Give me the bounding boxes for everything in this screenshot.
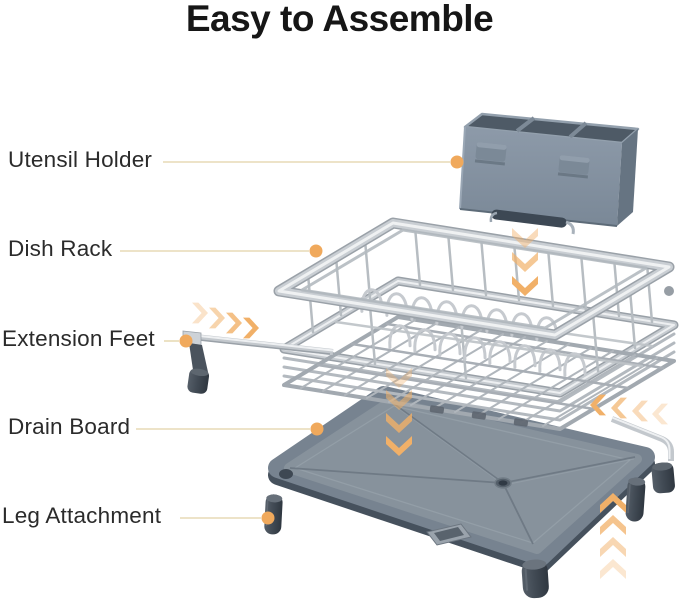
extension-foot-right [651, 462, 675, 494]
leader-dot-drain-board [310, 422, 324, 436]
drain-board-illustration [268, 386, 655, 573]
leader-dot-utensil-holder [450, 155, 464, 169]
leg-attachment-right [625, 477, 646, 522]
chevron-right-icon [192, 302, 259, 339]
label-drain-board: Drain Board [8, 414, 131, 439]
dish-rack-illustration [273, 217, 679, 431]
label-leg-attachment: Leg Attachment [2, 503, 162, 528]
center-bracket [426, 523, 472, 546]
chevron-left-icon [590, 394, 668, 425]
hanging-hook-left [474, 142, 507, 166]
leader-dot-dish-rack [309, 244, 323, 258]
label-extension-feet: Extension Feet [2, 326, 155, 351]
leader-dot-leg-attachment [261, 511, 275, 525]
chevron-down-icon [512, 228, 538, 296]
leader-dot-extension-feet [179, 334, 193, 348]
extension-foot-left [187, 368, 210, 394]
page-title: Easy to Assemble [185, 0, 494, 39]
label-utensil-holder: Utensil Holder [8, 147, 153, 172]
leg-attachment-bottom [521, 559, 549, 599]
label-dish-rack: Dish Rack [8, 236, 113, 261]
extension-arm-left [182, 330, 334, 394]
tray-foot-small [279, 469, 293, 479]
extension-arm-right [610, 416, 675, 494]
drain-grooves [289, 403, 636, 545]
bottom-hook-bar [491, 209, 567, 228]
hanging-hook-right [557, 155, 590, 179]
utensil-holder-illustration [459, 112, 640, 235]
